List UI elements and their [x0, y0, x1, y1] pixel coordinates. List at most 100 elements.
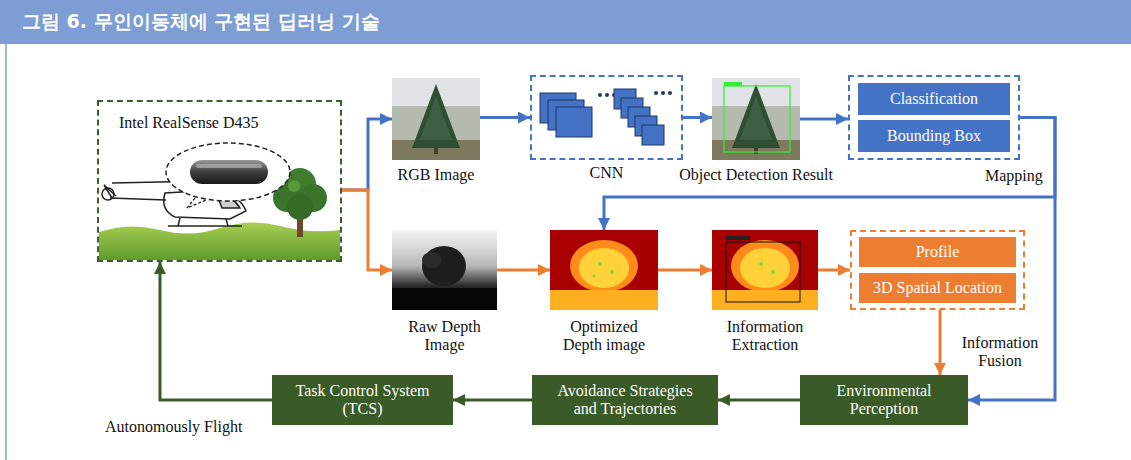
- flow-arrow: [342, 119, 392, 190]
- camera-highlight: [196, 164, 262, 168]
- heat-speck: [771, 270, 775, 274]
- box-label: Avoidance Strategies and Trajectories: [546, 382, 704, 419]
- depth-ground: [392, 230, 497, 310]
- output-box: Profile: [859, 237, 1016, 267]
- heat-blob: [731, 240, 799, 292]
- grass: [99, 222, 340, 260]
- flow-arrow: [453, 399, 532, 402]
- extraction-photo: [712, 230, 818, 310]
- tail-boom: [110, 198, 166, 200]
- photo-trunk: [754, 148, 758, 154]
- photo-tree: [412, 84, 460, 148]
- tree-highlight: [288, 180, 300, 192]
- heat-ground: [550, 230, 658, 310]
- flow-arrow: [604, 118, 1055, 231]
- output-box: Bounding Box: [858, 120, 1010, 152]
- ellipsis-dot: [598, 93, 602, 97]
- bounding-box-mark: [724, 86, 790, 152]
- image-panel: RGB Image: [392, 78, 480, 160]
- tree-foliage: [287, 194, 313, 220]
- flow-arrow: [939, 310, 942, 375]
- tail-rotor: [102, 188, 114, 200]
- extraction-tag: [726, 236, 750, 240]
- box-label: Task Control System (TCS): [286, 382, 439, 419]
- extraction-box: [726, 242, 800, 302]
- ellipsis-dot: [661, 91, 665, 95]
- photo-tree: [420, 96, 452, 140]
- sensor-scene: [99, 143, 340, 260]
- photo-ground: [712, 78, 800, 160]
- ellipsis-dot: [654, 91, 658, 95]
- edge-label: Information Fusion: [950, 334, 1050, 371]
- image-caption: CNN: [590, 164, 624, 182]
- image-caption: Raw Depth Image: [393, 318, 497, 355]
- figure-title: 그림 6. 무인이동체에 구현된 딥러닝 기술: [0, 9, 380, 35]
- heat-ground: [712, 230, 818, 310]
- box-label: Classification: [890, 90, 978, 108]
- sensor-panel: Intel RealSense D435: [97, 100, 342, 262]
- feature-map: [642, 125, 664, 145]
- box-label: Intel RealSense D435: [119, 114, 340, 132]
- raw-depth-photo: [392, 230, 497, 310]
- process-box: Task Control System (TCS): [272, 375, 453, 425]
- title-bar: 그림 6. 무인이동체에 구현된 딥러닝 기술: [0, 0, 1131, 44]
- optimized-depth-photo: [550, 230, 658, 310]
- heat-core: [740, 248, 790, 288]
- heat-speck: [759, 262, 763, 266]
- box-label: Bounding Box: [887, 127, 981, 145]
- camera-body: [190, 160, 268, 184]
- heat-core: [579, 248, 629, 288]
- feature-map: [556, 107, 592, 137]
- annotation-label: Autonomously Flight: [105, 418, 242, 436]
- flow-arrow: [718, 399, 800, 402]
- depth-blob: [422, 252, 442, 268]
- heat-speck: [598, 262, 602, 266]
- photo-trunk: [434, 148, 438, 154]
- process-box: Environmental Perception: [800, 375, 968, 425]
- flow-arrow: [480, 116, 530, 119]
- frame-line: [5, 44, 7, 460]
- cnn-layers: [540, 89, 672, 145]
- depth-floor: [392, 288, 497, 310]
- flow-arrow: [342, 190, 392, 270]
- photo-tree: [732, 84, 780, 148]
- flow-arrow: [658, 269, 712, 272]
- image-panel: Raw Depth Image: [392, 230, 497, 310]
- camera-bubble: [166, 143, 290, 201]
- ellipsis-dot: [605, 93, 609, 97]
- photo-tree: [740, 96, 772, 140]
- detection-photo: [712, 78, 800, 160]
- image-caption: Object Detection Result: [679, 166, 833, 184]
- heat-speck: [593, 275, 596, 278]
- bubble-tail: [187, 198, 206, 208]
- image-panel: Optimized Depth image: [550, 230, 658, 310]
- skid-strut: [226, 219, 228, 226]
- depth-blob: [422, 246, 466, 286]
- bounding-box-tag: [724, 82, 742, 86]
- flow-arrow: [683, 116, 712, 119]
- heat-speck: [610, 270, 614, 274]
- heat-blob: [570, 240, 638, 292]
- image-caption: RGB Image: [398, 166, 475, 184]
- skid: [168, 225, 242, 227]
- heat-floor: [712, 290, 818, 310]
- heat-floor: [550, 290, 658, 310]
- process-box: Avoidance Strategies and Trajectories: [532, 375, 718, 425]
- image-caption: Information Extraction: [709, 318, 821, 355]
- output-group: Profile 3D Spatial Location: [850, 230, 1025, 310]
- box-label: Profile: [916, 243, 960, 261]
- photo-ground: [392, 78, 480, 160]
- image-caption: Optimized Depth image: [552, 318, 656, 355]
- image-panel: Information Extraction: [712, 230, 818, 310]
- flow-arrow: [800, 118, 848, 121]
- output-box: Classification: [858, 83, 1010, 115]
- annotation-label: Mapping: [985, 167, 1043, 185]
- cnn-panel: CNN: [530, 75, 683, 160]
- output-box: 3D Spatial Location: [859, 273, 1016, 303]
- flow-arrow: [818, 269, 850, 272]
- flow-arrow: [497, 269, 550, 272]
- ellipsis-dot: [668, 91, 672, 95]
- output-group: ClassificationBounding Box: [848, 75, 1020, 160]
- box-label: 3D Spatial Location: [873, 279, 1002, 297]
